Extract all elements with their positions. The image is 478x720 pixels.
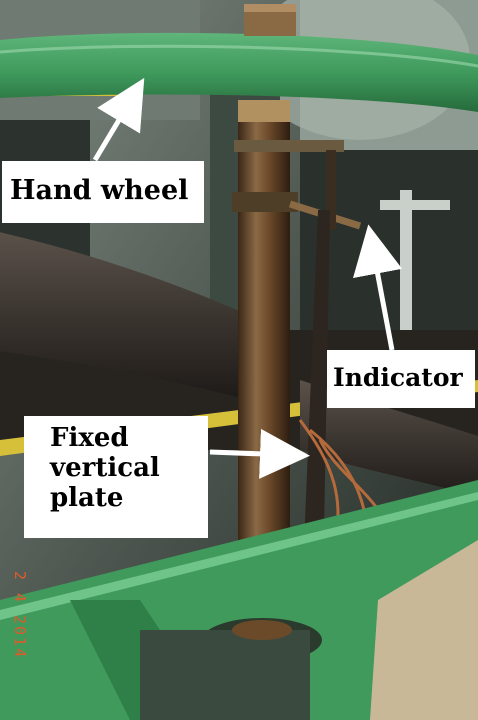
plate-label-line-1: Fixed [50, 423, 129, 453]
plate-label-line-2: vertical [50, 452, 160, 483]
hand-wheel-label: Hand wheel [2, 161, 204, 223]
plate-label-line-3: plate [50, 482, 124, 513]
plate-arrow [209, 428, 310, 479]
indicator-arrow [352, 224, 403, 351]
fixed-vertical-plate-label: Fixed vertical plate [24, 416, 208, 538]
indicator-label: Indicator [327, 350, 475, 408]
hand-wheel-arrow [92, 77, 145, 162]
date-stamp: 2 4 2014 [11, 570, 30, 660]
